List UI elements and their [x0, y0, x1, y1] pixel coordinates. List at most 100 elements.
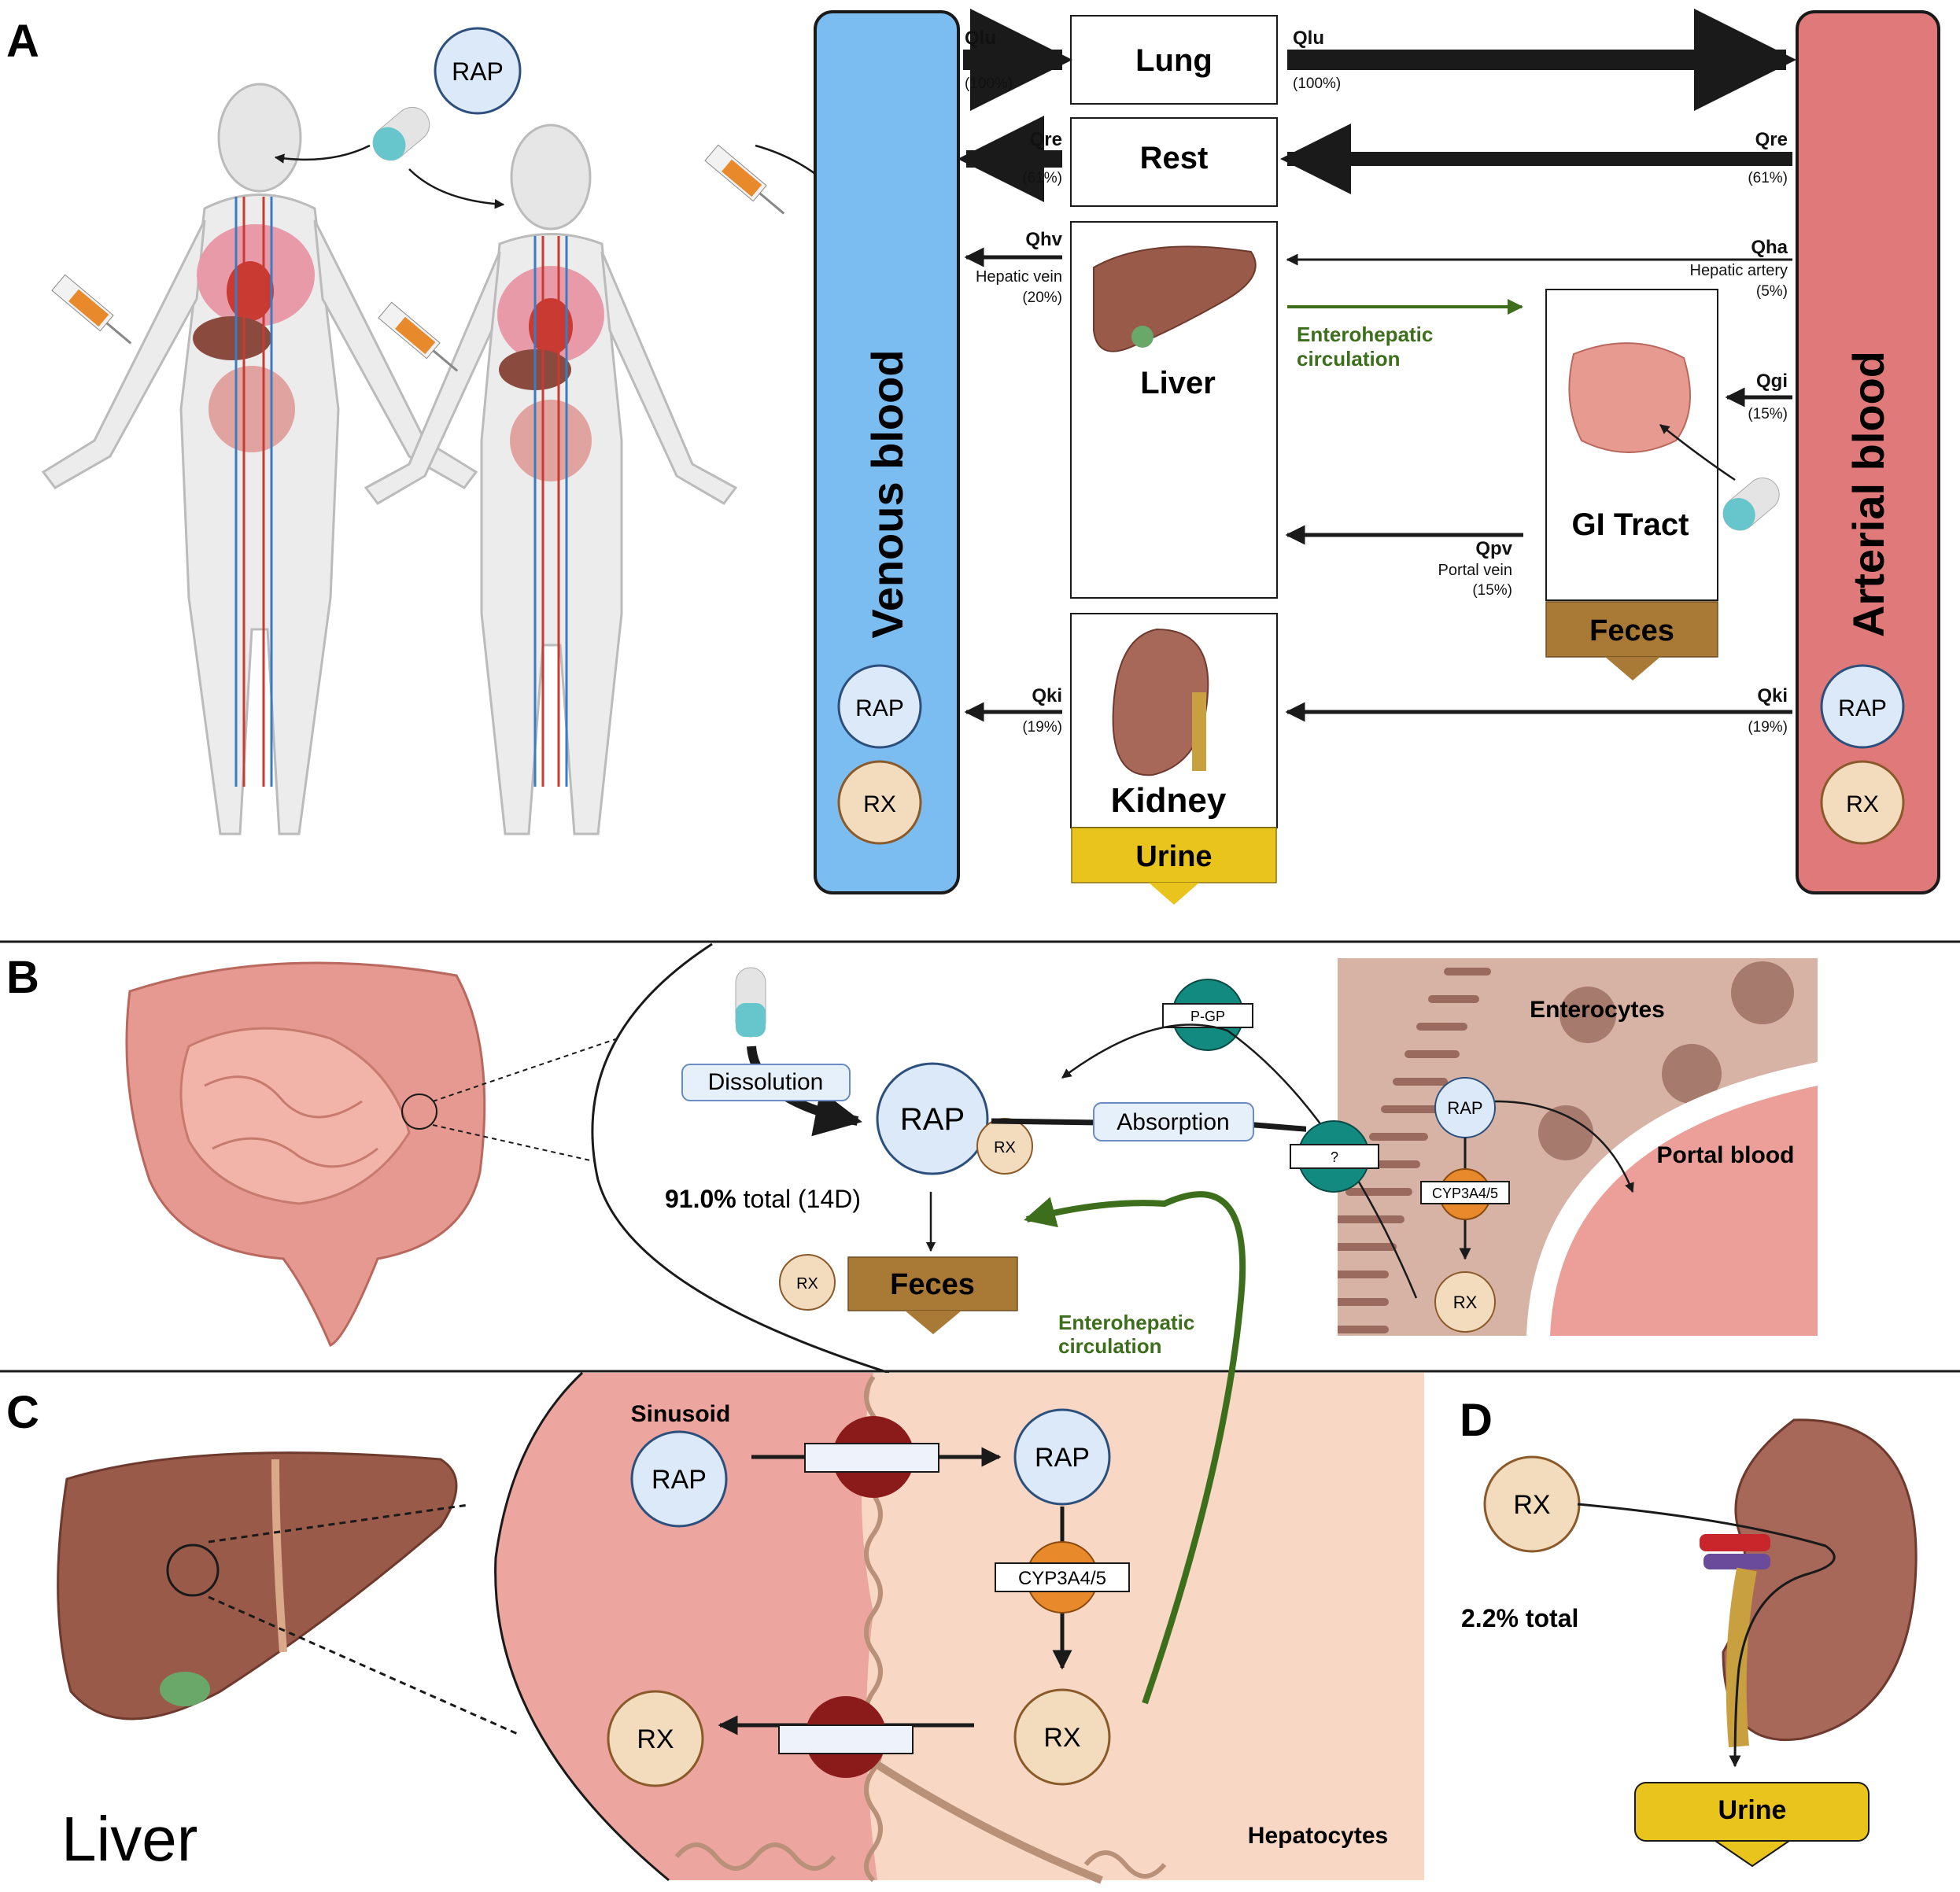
hepatocytes-label: Hepatocytes: [1248, 1823, 1388, 1849]
qpv-sublabel: Portal vein: [1438, 562, 1513, 579]
panel-d-label: D: [1460, 1395, 1493, 1446]
liver-label-c: Liver: [61, 1804, 197, 1874]
male-body-illustration: [41, 83, 478, 835]
syringe-icon-1: [51, 274, 132, 345]
kidney-organ-icon: [1112, 628, 1209, 776]
venous-rap-label: RAP: [855, 695, 904, 721]
qlu-left-label: Qlu: [965, 28, 996, 49]
zoom-line-c-2: [208, 1595, 520, 1736]
panel-a-label: A: [6, 16, 39, 67]
venous-blood-compartment: [814, 10, 960, 894]
absorption-box: [1093, 1102, 1254, 1141]
qha-label: Qha: [1751, 237, 1788, 258]
sinusoid-label: Sinusoid: [631, 1401, 731, 1427]
cyp-label-b: CYP3A4/5: [1432, 1186, 1498, 1201]
capsule-icon: [372, 106, 430, 161]
rap-hepatocyte-circle: [1013, 1408, 1111, 1506]
rap-molecule-label: RAP: [452, 57, 504, 86]
rap-sinusoid-circle: [630, 1430, 728, 1528]
gallbladder-icon: [1131, 326, 1153, 348]
arterial-rx-label: RX: [1846, 791, 1879, 817]
qhv-sublabel: Hepatic vein: [976, 268, 1062, 286]
urine-box-a: [1071, 827, 1277, 883]
liver-illustration: [57, 1451, 458, 1721]
venous-rx-circle: [837, 760, 922, 845]
qlu-right-pct: (100%): [1293, 76, 1341, 92]
urine-label-d: Urine: [1718, 1795, 1787, 1825]
rx-feces-label: RX: [796, 1275, 818, 1293]
syringe-icon-2: [378, 301, 459, 372]
capsule-icon-b: [735, 967, 766, 1038]
renal-total-text: 2.2% total: [1461, 1604, 1578, 1632]
rx-sinusoid-circle: [607, 1690, 704, 1787]
gi-intestine-icon: [1568, 342, 1691, 453]
gi-tract-label: GI Tract: [1572, 507, 1689, 542]
portal-blood-region: [1550, 1086, 1818, 1336]
renal-excretion-path: [1577, 1503, 1836, 1768]
gi-capsule-arrow: [1659, 424, 1736, 481]
feces-box-a: [1545, 601, 1718, 658]
qhv-label: Qhv: [1025, 229, 1062, 250]
qre-left-pct: (61%): [1022, 170, 1062, 186]
zoom-line-b-1: [432, 1038, 618, 1102]
feces-label-a: Feces: [1589, 614, 1674, 647]
venous-blood-label: Venous blood: [862, 349, 912, 638]
rap-circle-b: [876, 1062, 989, 1175]
venous-rx-label: RX: [863, 791, 896, 817]
qre-right-pct: (61%): [1748, 170, 1788, 186]
lower-membrane-wavy: [674, 1842, 1167, 1879]
urine-pointer-a: [1149, 883, 1199, 905]
qki-right-pct: (19%): [1748, 719, 1788, 736]
venous-rap-circle: [837, 664, 922, 749]
intestine-zoom-circle: [401, 1094, 437, 1130]
lung-label: Lung: [1135, 43, 1213, 78]
capsule-arrow-male: [274, 144, 371, 164]
unknown-transporter-label: ?: [1331, 1149, 1338, 1165]
arterial-rap-label: RAP: [1838, 695, 1887, 721]
rap-label-b: RAP: [900, 1102, 965, 1137]
rest-compartment: [1070, 117, 1278, 207]
rx-feces-circle: [779, 1254, 836, 1311]
enterocyte-nuclei: [1538, 961, 1794, 1160]
gi-capsule-icon: [1722, 478, 1780, 531]
qpv-label: Qpv: [1475, 538, 1512, 559]
rx-label-d: RX: [1513, 1490, 1550, 1520]
qki-right-label: Qki: [1757, 685, 1788, 706]
qlu-left-pct: (100%): [965, 76, 1013, 92]
feces-pointer-b: [905, 1311, 962, 1334]
pgp-efflux-arrow: [1061, 1023, 1418, 1299]
arterial-blood-compartment: [1796, 10, 1940, 894]
feces-label-b: Feces: [890, 1268, 975, 1301]
rest-label: Rest: [1140, 141, 1209, 175]
arterial-blood-label: Arterial blood: [1844, 351, 1893, 637]
kidney-label: Kidney: [1111, 781, 1227, 820]
rap-to-portal-arrow: [1494, 1100, 1634, 1193]
enterohepatic-label-a-1: Enterohepatic: [1297, 323, 1433, 346]
dissolution-box: [681, 1064, 851, 1101]
rx-hepatocyte-circle: [1013, 1688, 1111, 1786]
cyp-box-c: [995, 1562, 1130, 1592]
enterohepatic-label-a-2: circulation: [1297, 347, 1400, 371]
qre-right-label: Qre: [1755, 129, 1788, 150]
lumen-outline: [591, 942, 890, 1374]
rx-small-label-b: RX: [994, 1139, 1016, 1156]
rap-sinusoid-label: RAP: [651, 1465, 707, 1495]
urine-pointer-d: [1712, 1840, 1792, 1868]
urine-label-a: Urine: [1135, 840, 1212, 873]
cyp-box-b: [1420, 1181, 1510, 1204]
arterial-rx-circle: [1820, 760, 1905, 845]
qki-left-pct: (19%): [1022, 719, 1062, 736]
pgp-box: [1162, 1003, 1253, 1028]
panel-c-label: C: [6, 1387, 39, 1438]
pgp-label: P-GP: [1190, 1009, 1225, 1024]
syringe-icon-3: [704, 144, 785, 215]
cyp-label-c: CYP3A4/5: [1018, 1568, 1106, 1589]
qgi-pct: (15%): [1748, 406, 1788, 422]
absorption-label: Absorption: [1117, 1109, 1229, 1135]
qre-left-label: Qre: [1030, 129, 1062, 150]
ureter-icon: [1192, 692, 1206, 771]
arterial-rap-circle: [1820, 664, 1905, 749]
feces-pointer-a: [1605, 657, 1660, 680]
rx-hepatocyte-label: RX: [1043, 1723, 1080, 1753]
enterocytes-label: Enterocytes: [1530, 997, 1665, 1023]
